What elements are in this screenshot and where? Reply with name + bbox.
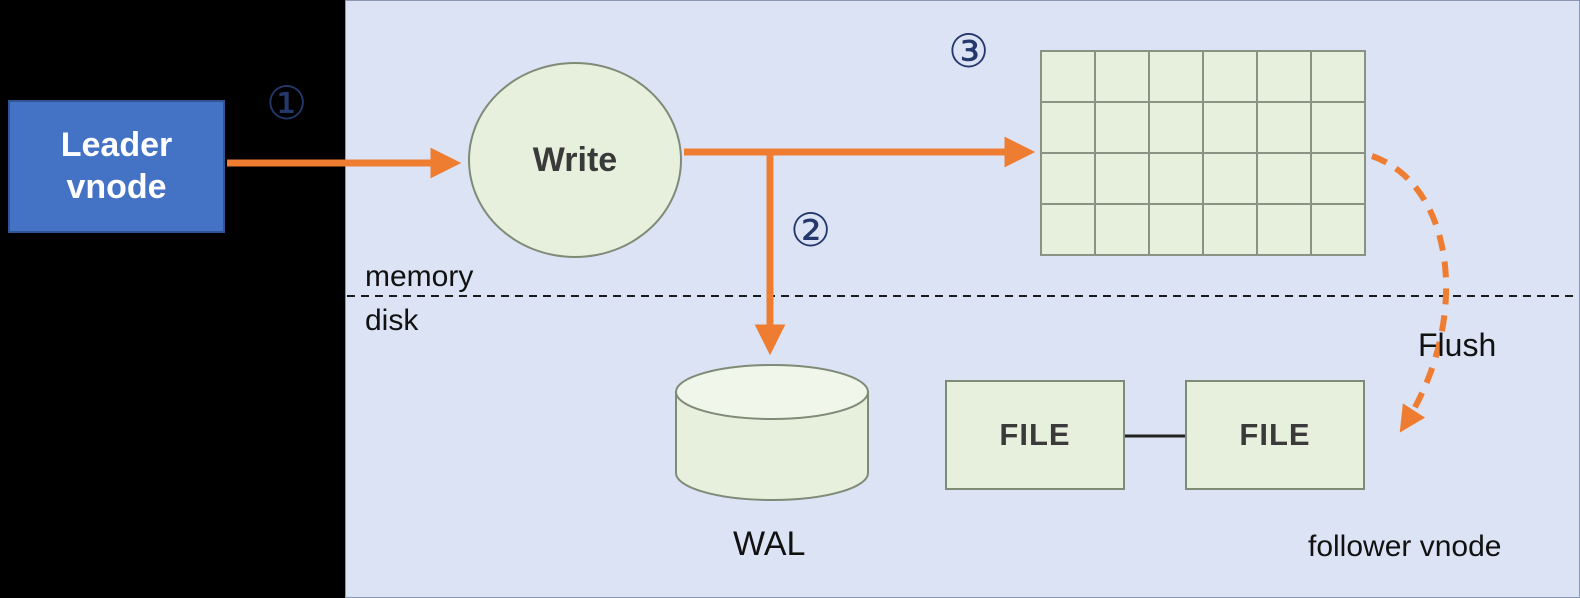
leader-vnode-box: Leader vnode [8,100,225,233]
memtable-cell [1149,102,1203,153]
file-box-2-label: FILE [1239,417,1311,452]
step-2-marker: ② [790,203,832,257]
memtable-cell [1149,153,1203,204]
memtable-cell [1095,102,1149,153]
memtable-cell [1203,204,1257,255]
memtable-cell [1257,51,1311,102]
memtable-cell [1203,102,1257,153]
memtable-cell [1311,102,1365,153]
memtable-cell [1095,153,1149,204]
memtable-cell [1311,204,1365,255]
memtable-cell [1203,153,1257,204]
memtable-cell [1257,102,1311,153]
memtable-cell [1311,51,1365,102]
file-box-1-label: FILE [999,417,1071,452]
memtable-cell [1041,51,1095,102]
memtable-cell [1203,51,1257,102]
write-node: Write [468,62,682,258]
disk-layer-label: disk [365,304,419,337]
file-box-2: FILE [1185,380,1365,490]
memory-layer-label: memory [365,260,474,293]
memtable-cell [1095,51,1149,102]
memtable-cell [1257,153,1311,204]
memtable-cell [1095,204,1149,255]
memtable-cell [1041,153,1095,204]
memtable-cell [1149,51,1203,102]
file-box-1: FILE [945,380,1125,490]
leader-vnode-line2: vnode [66,167,167,206]
follower-vnode-label: follower vnode [1308,530,1502,563]
leader-vnode-label: Leader vnode [61,125,173,208]
flush-label: Flush [1418,327,1497,363]
leader-vnode-line1: Leader [60,126,173,165]
memtable-cell [1257,204,1311,255]
write-node-label: Write [532,140,618,179]
memtable-grid [1040,50,1366,256]
memtable-cell [1149,204,1203,255]
wal-label: WAL [733,525,806,563]
memtable-cell [1311,153,1365,204]
step-3-marker: ③ [948,24,990,78]
memtable-cell [1041,204,1095,255]
step-1-marker: ① [266,76,308,130]
memtable-cell [1041,102,1095,153]
